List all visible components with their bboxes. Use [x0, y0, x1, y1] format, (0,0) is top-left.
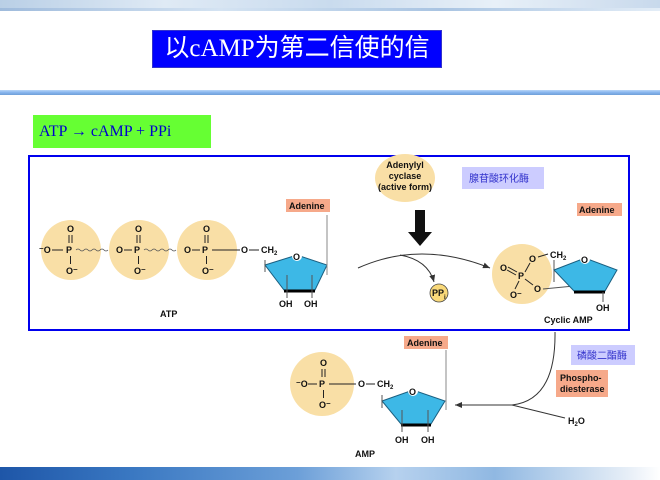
camp-o-double: O: [500, 263, 507, 273]
atp-p1-bottom-o: O⁻: [66, 266, 78, 276]
cyclic-amp-molecule: O P O⁻ O O CH2 O OH Adenine Cyclic AMP: [492, 203, 622, 325]
amp-p: P: [319, 379, 325, 389]
water-input-line: [511, 404, 566, 419]
atp-phosphate-circle-2: [109, 220, 169, 280]
camp-adenine-box: [577, 203, 622, 216]
phosphodiesterase: 磷酸二酯酶 Phospho- diesterase: [556, 345, 635, 397]
atp-adenine-box: [286, 199, 330, 212]
atp-ch2: CH2: [261, 245, 278, 257]
atp-ring-o: O: [293, 252, 300, 262]
catalysis-arrow: [408, 210, 432, 246]
atp-p1-p: P: [66, 245, 72, 255]
pde-box: [556, 370, 608, 397]
slide-title: 以cAMP为第二信使的信号通路: [152, 30, 442, 98]
amp-oh-right: OH: [421, 435, 435, 445]
camp-ribose-ring: [553, 257, 618, 292]
atp-p2-left-o: O: [116, 245, 123, 255]
amp-bottom-o: O⁻: [319, 400, 331, 410]
atp-oh-right: OH: [304, 299, 318, 309]
atp-p3-left-o: O: [184, 245, 191, 255]
reaction-arrow-ppi: [399, 254, 436, 283]
top-decorative-band: [0, 0, 660, 11]
cyclase-line1: Adenylyl: [386, 160, 424, 170]
cyclase-cn-label: 腺苷酸环化酶: [469, 172, 529, 185]
water-label: H2O: [568, 416, 585, 428]
amp-adenine-label: Adenine: [407, 338, 443, 348]
cyclase-line3: (active form): [378, 182, 432, 192]
atp-p2-top-o: O: [135, 224, 142, 234]
cyclase-ellipse: [375, 154, 435, 202]
amp-adenine-box: [404, 336, 448, 349]
atp-name: ATP: [160, 309, 177, 319]
camp-adenine-label: Adenine: [579, 205, 615, 215]
pde-line2: diesterase: [560, 384, 605, 394]
atp-p1-top-o: O: [67, 224, 74, 234]
amp-molecule: ⁻O P O O⁻ O CH2 O OH OH Adenine AMP: [290, 336, 448, 459]
atp-p1-left-o: ⁻O: [39, 245, 51, 255]
amp-top-o: O: [320, 358, 327, 368]
camp-o-top: O: [529, 254, 536, 264]
atp-p2-p: P: [134, 245, 140, 255]
ppi-product: PPi: [429, 283, 449, 303]
atp-oh-left: OH: [279, 299, 293, 309]
camp-o-bottom: O: [534, 284, 541, 294]
atp-p3-p: P: [202, 245, 208, 255]
title-separator: [0, 90, 660, 95]
cyclase-line2: cyclase: [389, 171, 422, 181]
pde-line1: Phospho-: [560, 373, 602, 383]
camp-p: P: [518, 271, 524, 281]
atp-p3-bottom-o: O⁻: [202, 266, 214, 276]
reaction-equation: ATP → cAMP + PPi: [33, 115, 211, 148]
camp-ch2: CH2: [550, 250, 567, 262]
atp-linker-o: O: [241, 245, 248, 255]
camp-name: Cyclic AMP: [544, 315, 593, 325]
amp-ch2: CH2: [377, 379, 394, 391]
amp-phosphate-circle: [290, 352, 354, 416]
camp-ring-o: O: [581, 255, 588, 265]
atp-high-energy-bond-2: [143, 248, 177, 252]
amp-oh-left: OH: [395, 435, 409, 445]
reaction-arrow-camp-to-amp: [455, 331, 556, 408]
diagram-frame: [28, 155, 630, 331]
pde-cn-label-box: [571, 345, 635, 365]
amp-linker-o: O: [358, 379, 365, 389]
atp-phosphate-circle-1: [41, 220, 101, 280]
camp-phosphate-circle: [492, 244, 552, 304]
atp-phosphate-circle-3: [177, 220, 237, 280]
adenylyl-cyclase: Adenylyl cyclase (active form) 腺苷酸环化酶: [375, 154, 544, 202]
atp-p3-top-o: O: [203, 224, 210, 234]
atp-molecule: ⁻O P O O⁻ O P O O⁻ O P O O⁻ O CH2: [39, 199, 330, 319]
atp-p2-bottom-o: O⁻: [134, 266, 146, 276]
camp-o-minus: O⁻: [510, 290, 522, 300]
reaction-arrow-atp-to-camp: [357, 253, 491, 269]
camp-oh: OH: [596, 303, 610, 313]
amp-ring-o: O: [409, 387, 416, 397]
bottom-decorative-band: [0, 467, 660, 480]
cyclase-cn-label-box: [462, 167, 544, 189]
pde-cn-label: 磷酸二酯酶: [577, 349, 627, 362]
amp-name: AMP: [355, 449, 375, 459]
amp-left-o: ⁻O: [296, 379, 308, 389]
atp-adenine-label: Adenine: [289, 201, 325, 211]
amp-ribose-ring: [381, 389, 446, 425]
ppi-label: PPi: [432, 288, 446, 301]
atp-high-energy-bond-1: [75, 248, 109, 252]
